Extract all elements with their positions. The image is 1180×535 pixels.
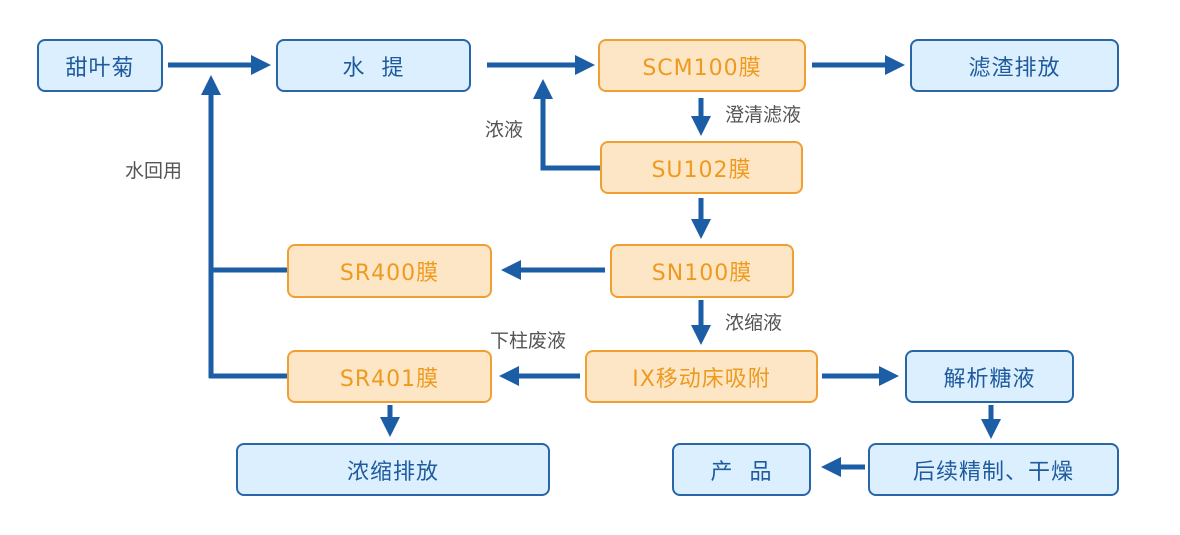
node-ix-moving-bed: IX移动床吸附: [585, 350, 818, 403]
node-desorbed-sugar: 解析糖液: [905, 350, 1074, 403]
node-scm100-membrane: SCM100膜: [598, 39, 806, 92]
node-stevia: 甜叶菊: [37, 39, 163, 92]
node-residue-discharge: 滤渣排放: [910, 39, 1119, 92]
node-product: 产 品: [672, 443, 811, 496]
node-sr401-membrane: SR401膜: [287, 350, 492, 403]
node-water-extraction: 水 提: [276, 39, 471, 92]
label-column-waste: 下柱废液: [490, 330, 567, 352]
label-concentrate: 浓液: [485, 119, 524, 141]
arrow-su102-concentrate-return: [533, 79, 600, 171]
label-water-reuse: 水回用: [125, 160, 183, 182]
node-su102-membrane: SU102膜: [600, 141, 803, 194]
node-refine-dry: 后续精制、干燥: [868, 443, 1119, 496]
node-sr400-membrane: SR400膜: [287, 244, 492, 298]
label-concentrated-liquid: 浓缩液: [725, 312, 783, 334]
node-sn100-membrane: SN100膜: [610, 244, 794, 298]
label-clarified-filtrate: 澄清滤液: [725, 104, 802, 126]
node-concentrate-discharge: 浓缩排放: [236, 443, 550, 496]
